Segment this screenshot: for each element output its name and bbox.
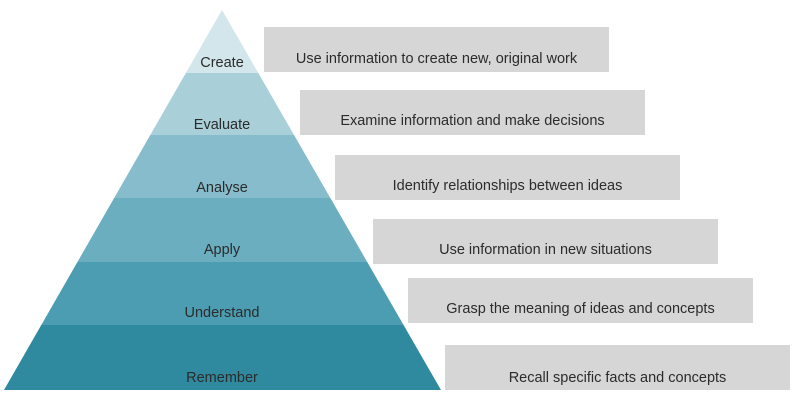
tier-create: Create Use information to create new, ori… — [185, 10, 609, 73]
tier-band-evaluate — [150, 73, 295, 135]
tier-band-apply — [77, 198, 368, 262]
tier-band-remember — [4, 325, 441, 390]
tier-label-apply: Apply — [204, 242, 241, 258]
tier-label-remember: Remember — [186, 370, 258, 386]
tier-label-create: Create — [200, 55, 244, 71]
tier-label-understand: Understand — [185, 305, 260, 321]
tier-evaluate: Evaluate Examine information and make dec… — [150, 73, 645, 135]
description-text-analyse: Identify relationships between ideas — [393, 178, 623, 194]
tier-label-evaluate: Evaluate — [194, 117, 250, 133]
description-box-remember — [445, 345, 790, 390]
tier-analyse: Analyse Identify relationships between id… — [114, 135, 680, 200]
tier-label-analyse: Analyse — [196, 180, 248, 196]
tier-band-create — [185, 10, 259, 73]
description-text-create: Use information to create new, original … — [296, 51, 578, 67]
description-box-understand — [408, 278, 753, 323]
tier-remember: Remember Recall specific facts and concep… — [4, 325, 790, 390]
tier-band-analyse — [114, 135, 331, 198]
tier-apply: Apply Use information in new situations — [77, 198, 718, 264]
description-box-apply — [373, 219, 718, 264]
tier-band-understand — [41, 262, 404, 325]
description-text-understand: Grasp the meaning of ideas and concepts — [446, 301, 714, 317]
description-text-evaluate: Examine information and make decisions — [340, 113, 604, 129]
tier-understand: Understand Grasp the meaning of ideas and… — [41, 262, 753, 325]
description-box-evaluate — [300, 90, 645, 135]
description-text-apply: Use information in new situations — [439, 242, 652, 258]
description-box-create — [264, 27, 609, 72]
description-box-analyse — [335, 155, 680, 200]
description-text-remember: Recall specific facts and concepts — [509, 370, 727, 386]
